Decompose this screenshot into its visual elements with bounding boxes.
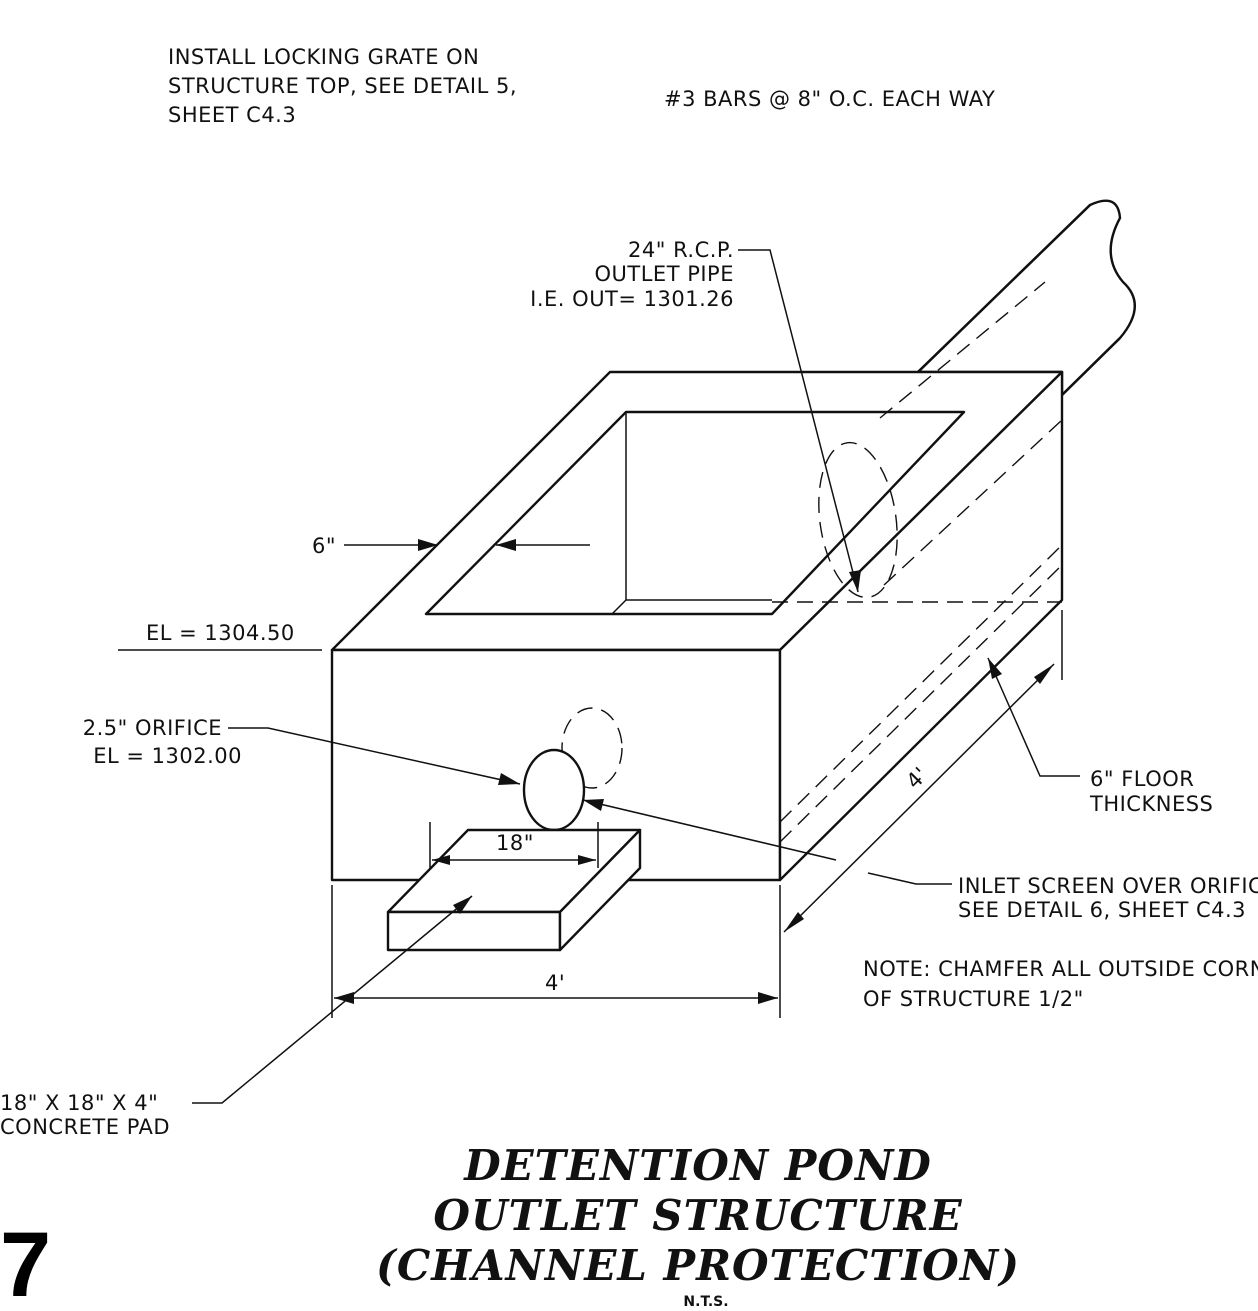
orifice-note-line1: 2.5" ORIFICE (83, 716, 222, 740)
title-line3: (CHANNEL PROTECTION) (376, 1241, 1020, 1290)
grate-note-line1: INSTALL LOCKING GRATE ON (168, 45, 479, 69)
pad-width-dim-label: 18" (496, 831, 534, 855)
title-line1: DETENTION POND (463, 1141, 932, 1190)
pipe-note-line2: OUTLET PIPE (595, 262, 735, 286)
screen-note-line1: INLET SCREEN OVER ORIFICE (958, 874, 1258, 898)
pad-note-line1: 18" X 18" X 4" (0, 1091, 158, 1115)
wall-thickness-label: 6" (312, 534, 336, 558)
title-line2: OUTLET STRUCTURE (433, 1191, 962, 1240)
screen-note-line2: SEE DETAIL 6, SHEET C4.3 (958, 898, 1246, 922)
pipe-note-line3: I.E. OUT= 1301.26 (530, 287, 734, 311)
scale-label: N.T.S. (683, 1294, 728, 1310)
orifice (522, 748, 586, 832)
orifice-hidden (561, 707, 623, 789)
grate-note-line3: SHEET C4.3 (168, 103, 296, 127)
leader-lines (118, 249, 1080, 1104)
chamfer-note-line2: OF STRUCTURE 1/2" (863, 987, 1084, 1011)
chamfer-note-line1: NOTE: CHAMFER ALL OUTSIDE CORNERS (863, 957, 1258, 981)
box-right-face (778, 370, 1064, 882)
wall-thickness-arrows (344, 539, 590, 551)
orifice-note-line2: EL = 1302.00 (93, 744, 242, 768)
pipe-note-line1: 24" R.C.P. (628, 238, 734, 262)
detail-number: 7 (0, 1214, 51, 1311)
top-elevation-label: EL = 1304.50 (146, 621, 295, 645)
box-structure (330, 281, 1064, 882)
grate-note-line2: STRUCTURE TOP, SEE DETAIL 5, (168, 74, 517, 98)
box-opening (424, 410, 966, 616)
front-width-dim-label: 4' (545, 971, 565, 995)
dimension-front-4ft (331, 885, 781, 1018)
concrete-pad (386, 822, 642, 952)
pad-note-line2: CONCRETE PAD (0, 1115, 170, 1139)
dimension-side-4ft (783, 610, 1063, 933)
pipe-hidden-ellipse (818, 441, 898, 599)
floor-note-line2: THICKNESS (1089, 792, 1213, 816)
rebar-note: #3 BARS @ 8" O.C. EACH WAY (664, 87, 995, 111)
floor-note-line1: 6" FLOOR (1090, 767, 1194, 791)
